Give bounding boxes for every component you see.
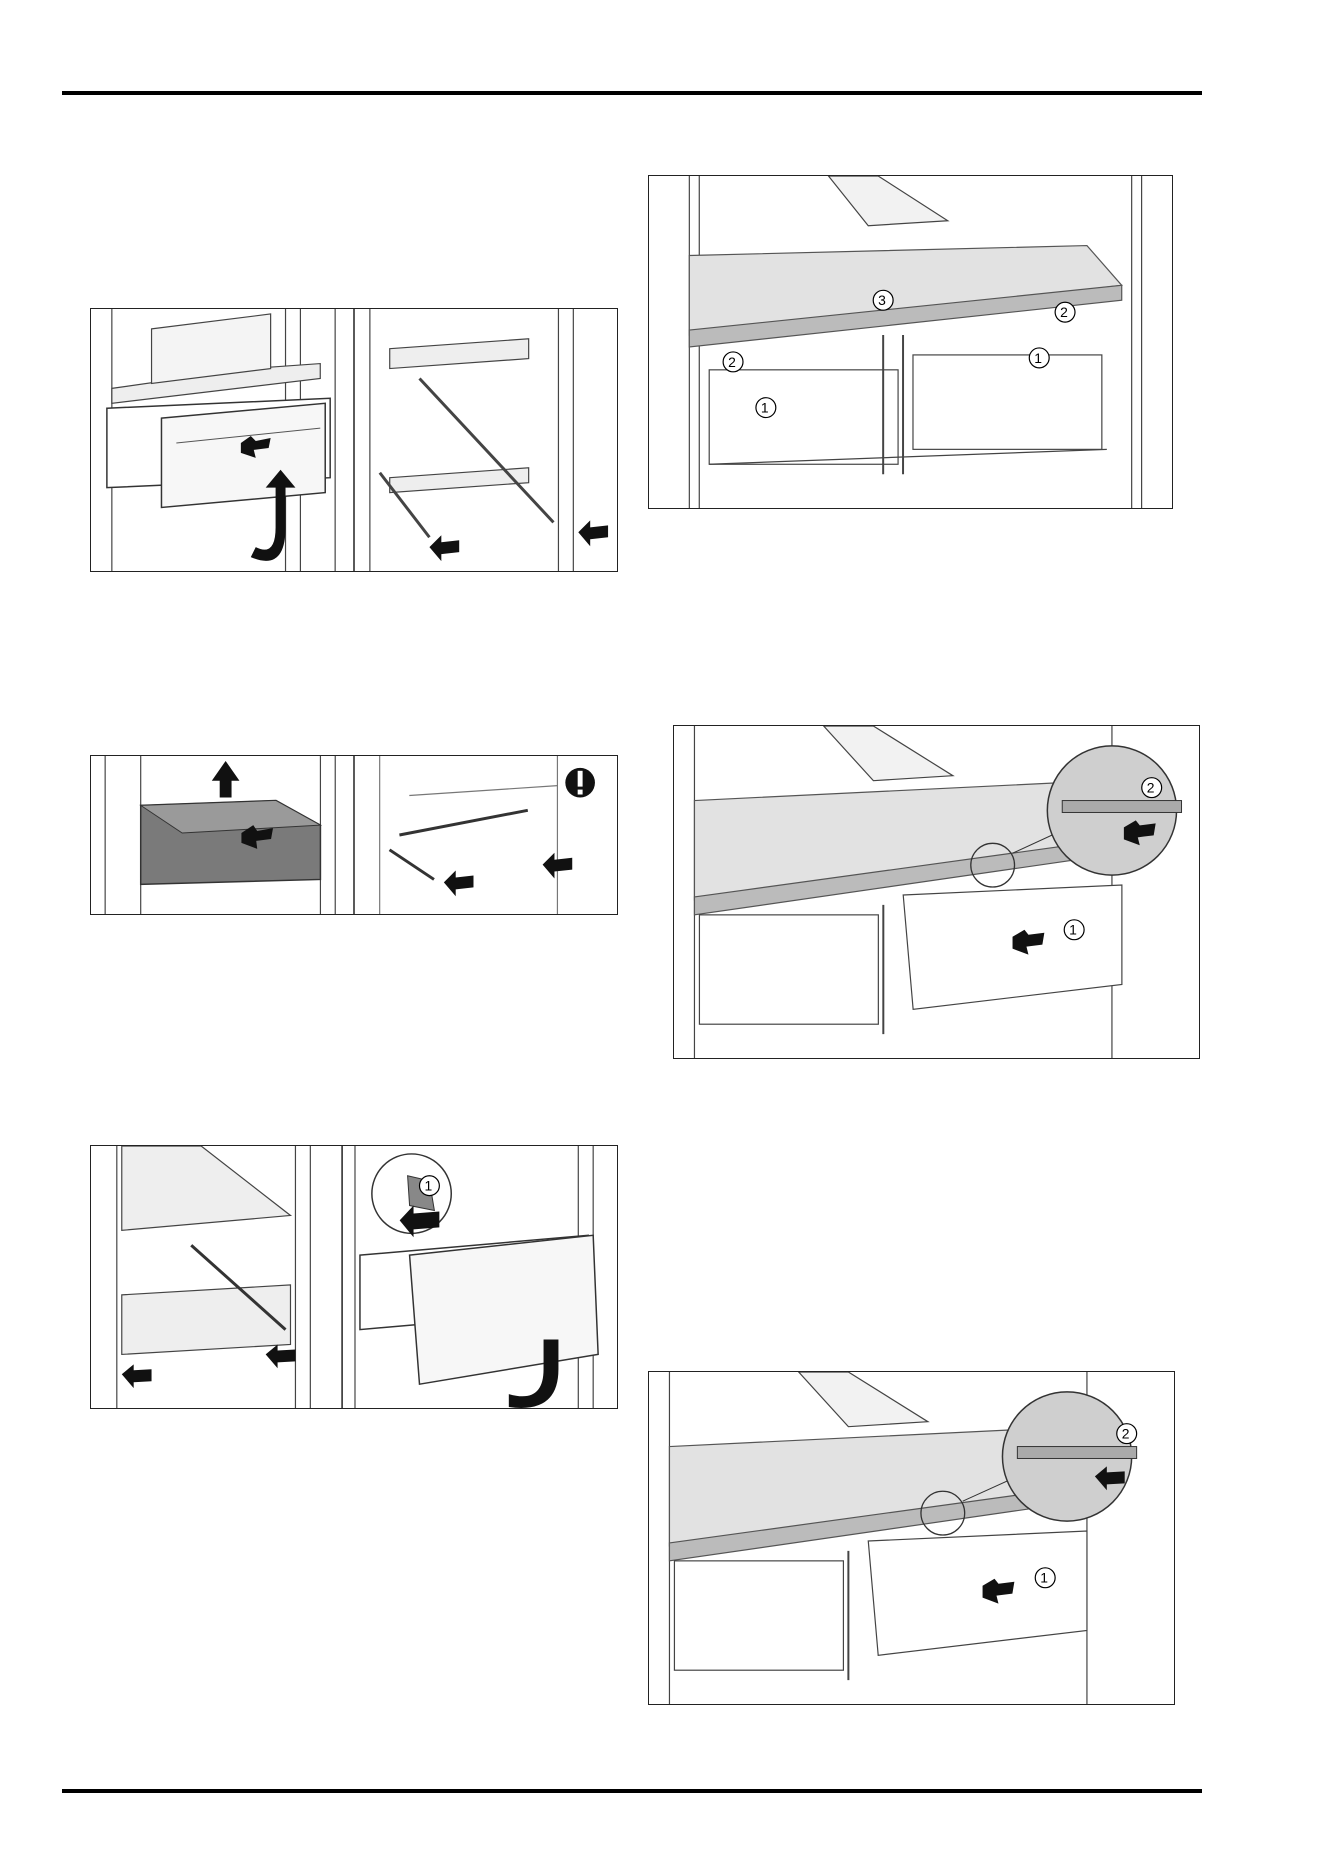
callout-label: 2	[728, 354, 736, 370]
callout-label: 2	[1122, 1426, 1130, 1442]
callout-label: 2	[1147, 780, 1155, 796]
top-rule	[62, 91, 1202, 95]
drawer-removal-illustration	[91, 309, 617, 571]
figure-seal-insertion: 2 1	[648, 1371, 1175, 1705]
callout-label: 2	[1060, 304, 1068, 320]
warning-icon	[565, 768, 595, 798]
callout-label: 1	[1034, 350, 1042, 366]
storage-box	[141, 800, 321, 884]
callout-circle-icon: 3	[873, 290, 893, 310]
callout-circle-icon: 1	[1035, 1568, 1055, 1588]
seal-insertion-illustration: 2 1	[649, 1372, 1174, 1704]
figure-drawer-insertion: 1	[90, 1145, 618, 1409]
arrow-icon	[444, 853, 572, 896]
callout-circle-icon: 1	[756, 398, 776, 418]
callout-circle-icon: 2	[1142, 778, 1162, 798]
callout-circle-icon: 2	[723, 352, 743, 372]
callout-circle-icon: 1	[420, 1176, 440, 1196]
shelf-overview-illustration: 3 2 2 1 1	[649, 176, 1172, 508]
drawer	[360, 1235, 598, 1384]
callout-circle-icon: 1	[1029, 348, 1049, 368]
callout-label: 1	[1040, 1570, 1048, 1586]
callout-label: 3	[878, 292, 886, 308]
figure-drawer-removal	[90, 308, 618, 572]
figure-box-removal	[90, 755, 618, 915]
callout-circle-icon: 1	[1064, 920, 1084, 940]
figure-seal-removal: 2 1	[673, 725, 1200, 1059]
drawer	[107, 398, 330, 507]
callout-label: 1	[424, 1178, 432, 1194]
figure-shelf-overview: 3 2 2 1 1	[648, 175, 1173, 509]
callout-label: 1	[761, 400, 769, 416]
bottom-rule	[62, 1789, 1202, 1793]
drawer-insertion-illustration: 1	[91, 1146, 617, 1408]
arrow-icon	[429, 520, 608, 561]
callout-label: 1	[1069, 922, 1077, 938]
box-removal-illustration	[91, 756, 617, 914]
callout-circle-icon: 2	[1117, 1424, 1137, 1444]
seal-removal-illustration: 2 1	[674, 726, 1199, 1058]
callout-circle-icon: 2	[1055, 302, 1075, 322]
